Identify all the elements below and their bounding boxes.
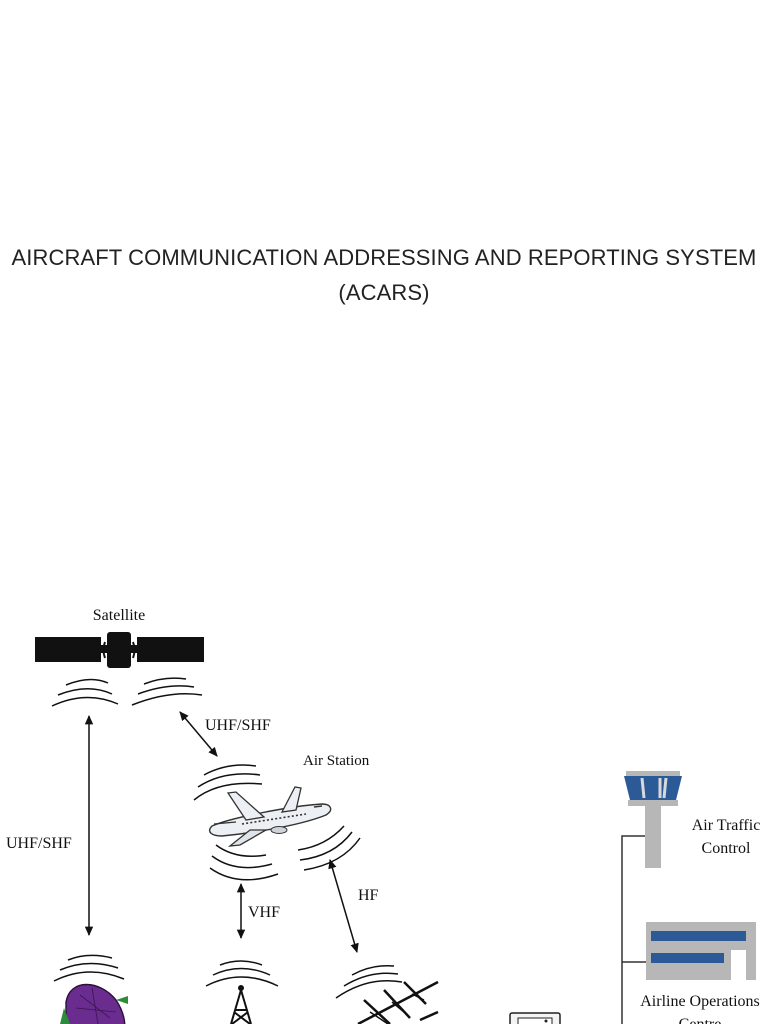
atc-label-line-2: Control xyxy=(702,840,751,857)
satellite-icon xyxy=(35,632,204,668)
radio-tower-icon xyxy=(230,985,252,1024)
ground-waves-dish xyxy=(53,954,125,982)
uhf-shf-ground-label: UHF/SHF xyxy=(6,835,72,852)
aircraft-waves xyxy=(193,764,361,881)
satellite-waves-left xyxy=(51,678,119,707)
acars-diagram-svg: Satellite UHF/SHF UHF/SHF VHF H xyxy=(6,607,761,1024)
aoc-label-line-2: Centre xyxy=(679,1016,722,1024)
aoc-label-line-1: Airline Operations xyxy=(640,993,760,1010)
control-tower-icon xyxy=(624,771,682,868)
computer-terminal-icon xyxy=(509,1012,561,1024)
air-station-label: Air Station xyxy=(303,753,370,769)
title-line-1: AIRCRAFT COMMUNICATION ADDRESSING AND RE… xyxy=(11,245,757,270)
uhf-shf-air-link-arrow xyxy=(179,711,218,757)
hf-label: HF xyxy=(358,887,379,904)
hf-antenna-icon xyxy=(357,980,439,1024)
satellite-label: Satellite xyxy=(93,607,145,624)
uhf-shf-air-label: UHF/SHF xyxy=(205,717,271,734)
acars-diagram: Satellite UHF/SHF UHF/SHF VHF H xyxy=(0,560,768,1024)
operations-building-icon xyxy=(646,922,756,980)
title-line-2: (ACARS) xyxy=(338,280,430,305)
satellite-dish-icon xyxy=(60,984,128,1024)
airplane-icon xyxy=(208,786,332,847)
ground-waves-tower xyxy=(205,960,279,987)
atc-label-line-1: Air Traffic xyxy=(692,817,761,834)
slide-title: AIRCRAFT COMMUNICATION ADDRESSING AND RE… xyxy=(0,240,768,310)
ground-waves-hf xyxy=(335,964,403,999)
hf-link-arrow xyxy=(328,858,359,954)
satellite-waves-right xyxy=(131,677,203,706)
vhf-label: VHF xyxy=(248,904,280,921)
